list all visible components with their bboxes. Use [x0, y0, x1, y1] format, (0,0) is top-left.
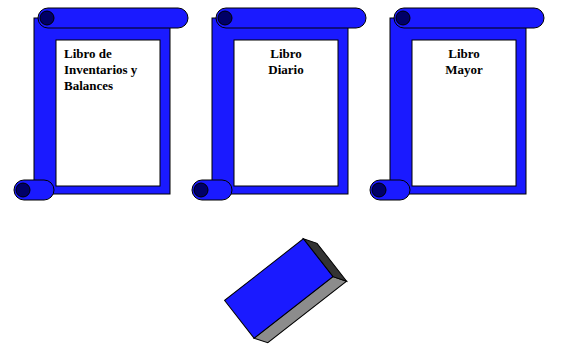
book-title: Libro de Inventarios y Balances: [64, 46, 150, 94]
scroll-shape: [10, 6, 190, 208]
scroll-node: Libro de Inventarios y Balances: [10, 6, 190, 208]
scroll-shape: [366, 6, 546, 208]
book-title: Libro Mayor: [438, 46, 490, 78]
scroll-shape: [188, 6, 368, 208]
scroll-node: Libro Mayor: [366, 6, 546, 208]
scroll-node: Libro Diario: [188, 6, 368, 208]
book-title: Libro Diario: [260, 46, 312, 78]
